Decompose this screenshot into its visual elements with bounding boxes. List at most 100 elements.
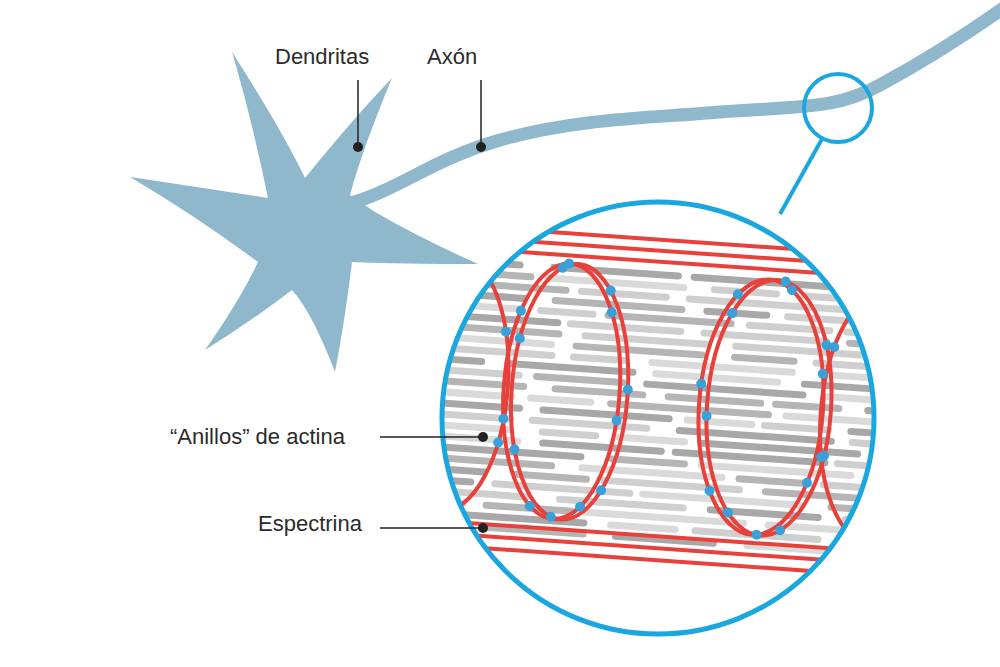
- microtubule-dash: [823, 485, 911, 491]
- part-label: Dendritas: [275, 44, 369, 70]
- microtubules: [392, 257, 1000, 566]
- microtubule-dash: [423, 413, 511, 419]
- actin-ring: [698, 276, 840, 540]
- binding-dot: [924, 324, 935, 335]
- microtubule-dash: [414, 346, 552, 356]
- leader-line: [357, 80, 359, 147]
- microtubule-dash: [573, 357, 624, 361]
- binding-dot: [611, 415, 622, 426]
- binding-dot: [509, 444, 520, 455]
- leader-line: [380, 527, 483, 529]
- actin-ring: [690, 275, 832, 539]
- microtubule-dash: [915, 304, 1000, 315]
- microtubule-dash: [816, 363, 954, 373]
- binding-dot: [524, 501, 535, 512]
- binding-dot: [696, 378, 707, 389]
- microtubule-dash: [608, 315, 731, 324]
- microtubule-dash: [396, 499, 464, 504]
- binding-dot: [701, 411, 712, 422]
- binding-dot: [606, 307, 617, 318]
- binding-dot: [623, 384, 634, 395]
- microtubule-dash: [749, 325, 830, 331]
- microtubule-dash: [679, 431, 831, 442]
- binding-dot: [704, 485, 715, 496]
- microtubule-dash: [581, 291, 666, 297]
- microtubule-dash: [736, 346, 861, 355]
- microtubule-dash: [846, 519, 975, 528]
- binding-dot: [516, 305, 527, 316]
- microtubule-dash: [441, 315, 558, 323]
- leader-line: [380, 436, 483, 438]
- leader-dot: [478, 432, 488, 442]
- leader-dot: [353, 142, 363, 152]
- magnified-circle: [442, 202, 874, 634]
- microtubule-dash: [604, 480, 740, 489]
- microtubule-dash: [408, 478, 471, 482]
- binding-dot: [575, 501, 586, 512]
- microtubule-dash: [675, 452, 825, 462]
- microtubule-dash: [869, 477, 954, 483]
- part-label: Axón: [427, 44, 477, 70]
- neuron-body: [130, 52, 478, 372]
- binding-dot: [829, 342, 840, 353]
- microtubule-dash: [891, 456, 1000, 466]
- microtubule-dash: [871, 290, 1000, 299]
- microtubule-dash: [415, 423, 509, 430]
- microtubule-dash: [542, 432, 595, 436]
- binding-dot: [816, 452, 827, 463]
- microtubule-dash: [543, 410, 669, 419]
- microtubule-dash: [508, 363, 633, 372]
- ring-dots: [378, 246, 955, 552]
- binding-dot: [934, 429, 945, 440]
- microtubule-dash: [847, 332, 985, 342]
- microtubule-dash: [904, 556, 978, 561]
- microtubule-dash: [616, 437, 685, 442]
- microtubule-dash: [917, 425, 1000, 434]
- microtubule-dash: [735, 357, 794, 361]
- microtubule-dash: [397, 521, 464, 526]
- actin-ring: [812, 286, 950, 550]
- microtubule-dash: [537, 376, 623, 382]
- microtubule-dash: [404, 356, 482, 361]
- binding-dot: [848, 532, 859, 543]
- binding-dot: [900, 522, 911, 533]
- axon-shape: [345, 2, 1000, 205]
- part-label: Espectrina: [258, 511, 362, 537]
- binding-dot: [498, 413, 509, 424]
- microtubule-dash: [874, 312, 949, 317]
- binding-dot: [415, 276, 426, 287]
- binding-dot: [387, 374, 398, 385]
- microtubule-dash: [399, 466, 485, 472]
- microtubule-dash: [410, 390, 512, 397]
- zoom-connector: [780, 139, 822, 214]
- binding-dot: [733, 289, 744, 300]
- binding-dot: [545, 511, 556, 522]
- microtubule-dash: [418, 269, 532, 277]
- binding-dot: [493, 437, 504, 448]
- binding-dot: [751, 529, 762, 540]
- microtubule-dash: [531, 398, 591, 402]
- microtubule-dash: [554, 267, 678, 276]
- microtubule-dash: [868, 411, 996, 420]
- microtubule-dash: [885, 390, 1000, 399]
- binding-dot: [787, 285, 798, 296]
- microtubule-dash: [826, 397, 967, 407]
- binding-dot: [605, 285, 616, 296]
- microtubule-dash: [585, 336, 706, 344]
- actin-ring: [495, 259, 629, 522]
- binding-dot: [596, 485, 607, 496]
- microtubule-dash: [428, 336, 552, 345]
- microtubule-dash: [831, 507, 907, 512]
- leader-dot: [478, 523, 488, 533]
- binding-dot: [722, 507, 733, 518]
- microtubule-dash: [516, 474, 586, 479]
- actin-rings: [383, 252, 950, 550]
- microtubule-dash: [668, 397, 761, 403]
- microtubule-dash: [890, 357, 1000, 368]
- binding-dot: [727, 308, 738, 319]
- leader-line: [480, 80, 482, 147]
- microtubule-dash: [826, 375, 941, 383]
